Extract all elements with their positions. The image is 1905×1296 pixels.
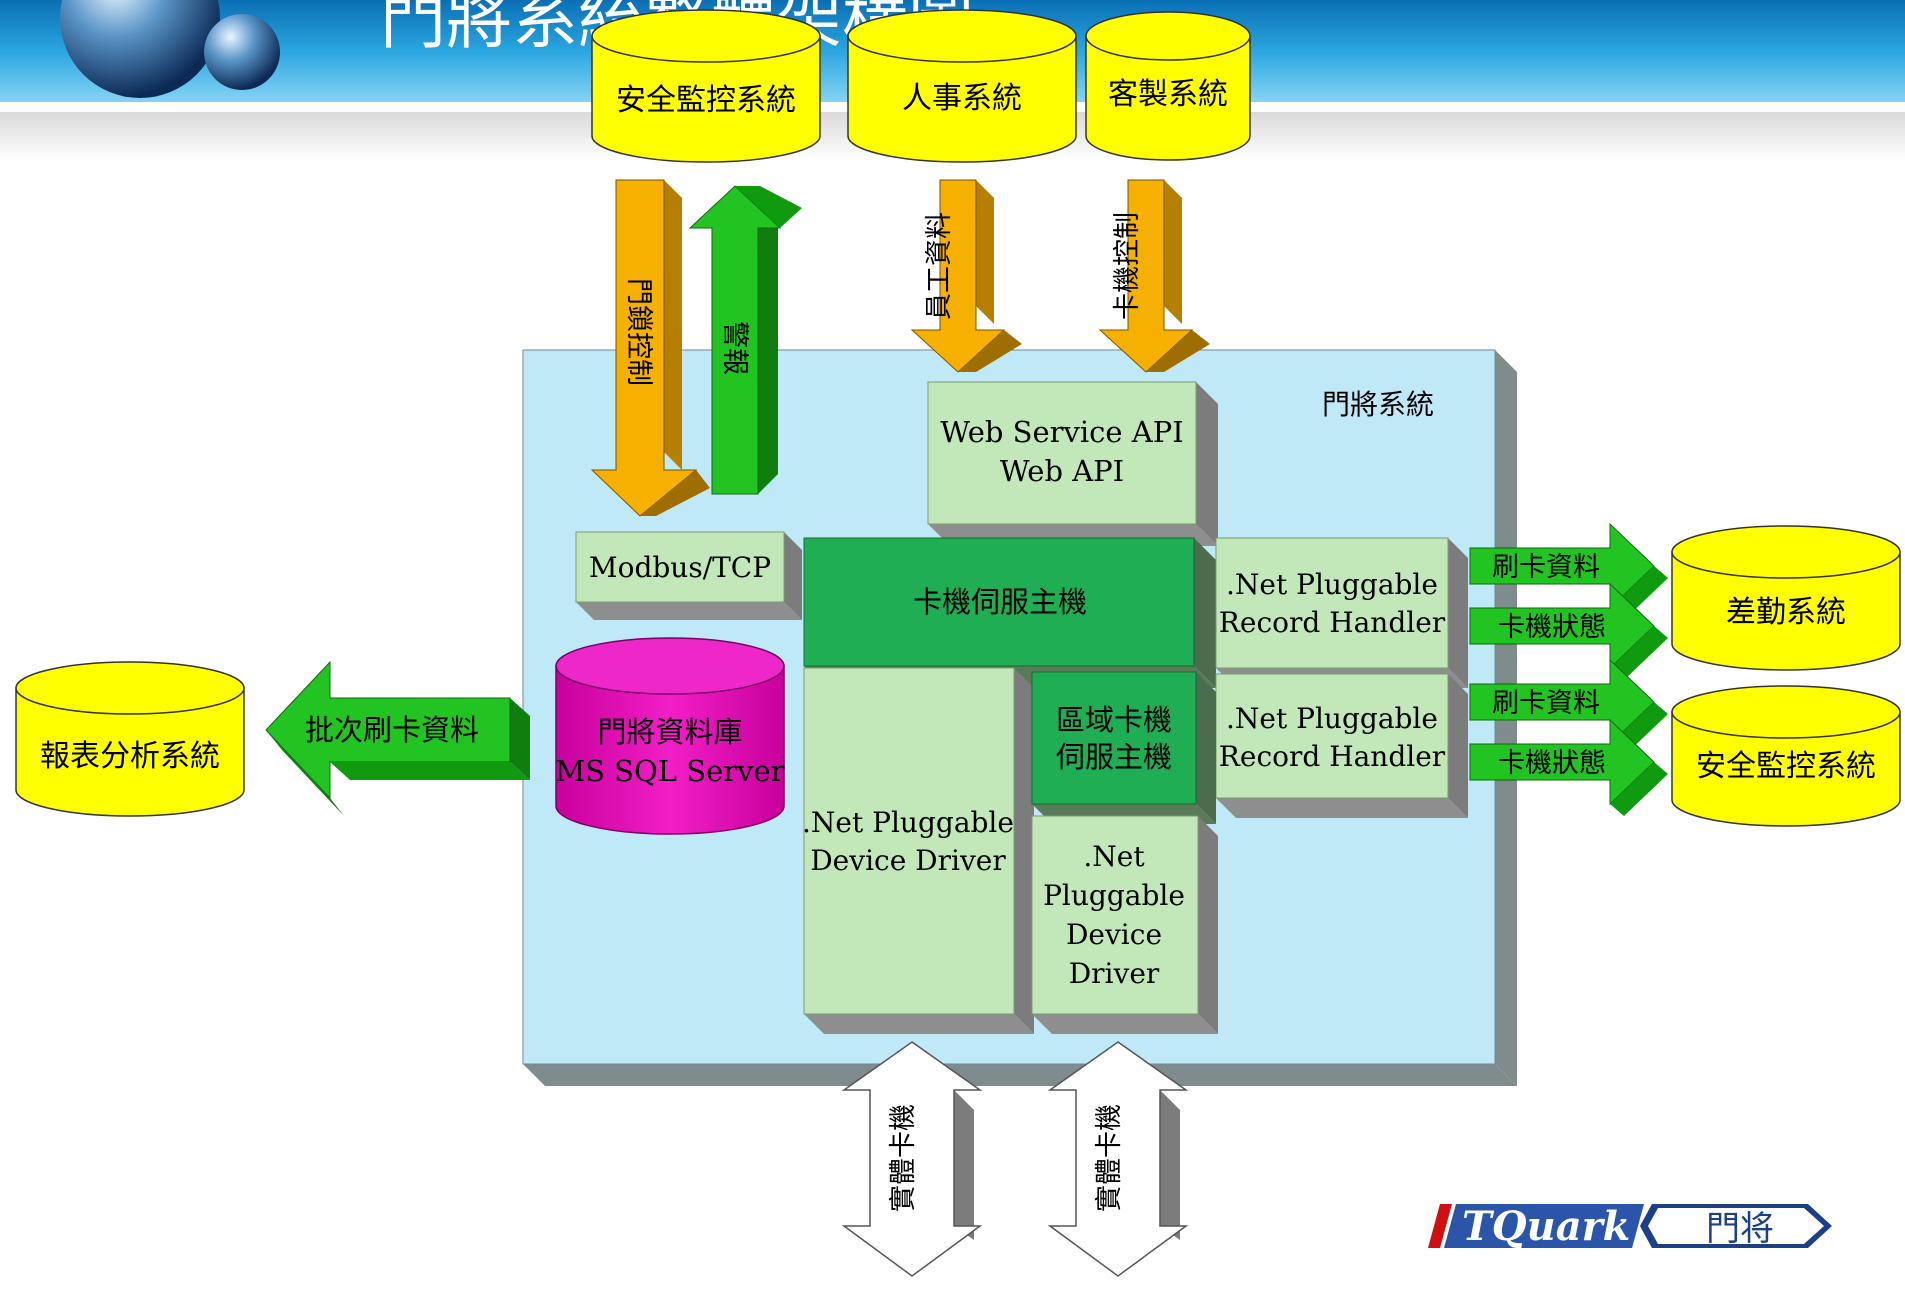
database-cylinder <box>555 637 785 835</box>
report-system-cylinder <box>15 661 245 817</box>
device-driver-2 <box>1031 815 1218 1034</box>
device-driver-2-line3: Device <box>1066 918 1162 951</box>
reader-status-label-1: 卡機狀態 <box>1498 612 1606 643</box>
database-line1: 門將資料庫 <box>597 715 742 749</box>
batch-card-data-label: 批次刷卡資料 <box>305 713 479 747</box>
employee-data-arrow <box>910 179 1022 373</box>
alarm-label: 警報 <box>719 321 750 375</box>
reader-status-arrow-1 <box>1469 582 1668 680</box>
database-line2: MS SQL Server <box>555 754 784 788</box>
batch-card-data-arrow <box>265 660 530 816</box>
security-system-top-cylinder <box>591 9 821 163</box>
record-handler-1-line2: Record Handler <box>1219 606 1446 639</box>
web-api-line2: Web API <box>1000 454 1124 488</box>
device-driver-2-line2: Pluggable <box>1043 879 1185 912</box>
security-system-top-label: 安全監控系統 <box>616 83 796 118</box>
card-data-label-2: 刷卡資料 <box>1492 688 1600 719</box>
door-lock-control-arrow <box>590 179 710 517</box>
device-driver-2-line1: .Net <box>1083 840 1145 873</box>
regional-server-box <box>1031 671 1216 824</box>
regional-server-line2: 伺服主機 <box>1056 740 1172 774</box>
hr-system-label: 人事系統 <box>902 81 1022 116</box>
report-system-label: 報表分析系統 <box>40 739 220 774</box>
reader-status-arrow-2 <box>1469 718 1668 816</box>
custom-system-cylinder <box>1085 11 1251 161</box>
card-reader-control-label: 卡機控制 <box>1112 212 1143 320</box>
modbus-label: Modbus/TCP <box>589 551 771 584</box>
card-reader-control-arrow <box>1098 179 1210 373</box>
record-handler-2-line1: .Net Pluggable <box>1226 702 1438 735</box>
regional-server-line1: 區域卡機 <box>1056 703 1172 737</box>
hr-system-cylinder <box>847 9 1077 163</box>
device-driver-1 <box>803 667 1034 1034</box>
attendance-system-label: 差勤系統 <box>1726 595 1846 630</box>
physical-reader-arrow-2 <box>1047 1041 1189 1277</box>
device-driver-1-line1: .Net Pluggable <box>802 806 1014 839</box>
custom-system-label: 客製系統 <box>1108 77 1228 112</box>
device-driver-2-line4: Driver <box>1069 957 1160 990</box>
record-handler-1-line1: .Net Pluggable <box>1226 568 1438 601</box>
svg-text:門将: 門将 <box>1706 1209 1774 1249</box>
device-driver-1-line2: Device Driver <box>810 844 1006 877</box>
modbus-box <box>575 531 802 620</box>
alarm-arrow <box>688 185 802 495</box>
svg-text:TQuark: TQuark <box>1462 1203 1630 1250</box>
reader-status-label-2: 卡機狀態 <box>1498 748 1606 779</box>
record-handler-2-line2: Record Handler <box>1219 740 1446 773</box>
door-lock-control-label: 門鎖控制 <box>623 278 654 386</box>
web-api-line1: Web Service API <box>940 415 1183 449</box>
physical-reader-label-1: 實體卡機 <box>888 1104 919 1212</box>
security-system-right-label: 安全監控系統 <box>1696 749 1876 784</box>
card-server-label: 卡機伺服主機 <box>913 585 1087 619</box>
globe-logo-icon <box>60 0 280 98</box>
physical-reader-label-2: 實體卡機 <box>1094 1104 1125 1212</box>
security-system-right-cylinder <box>1671 685 1901 827</box>
card-data-label-1: 刷卡資料 <box>1492 552 1600 583</box>
employee-data-label: 員工資料 <box>924 212 955 320</box>
tquark-logo: TQuark 門将 <box>1428 1203 1832 1250</box>
attendance-system-cylinder <box>1671 525 1901 671</box>
record-handler-2 <box>1215 673 1468 818</box>
system-label: 門將系統 <box>1322 388 1434 421</box>
physical-reader-arrow-1 <box>841 1041 983 1277</box>
